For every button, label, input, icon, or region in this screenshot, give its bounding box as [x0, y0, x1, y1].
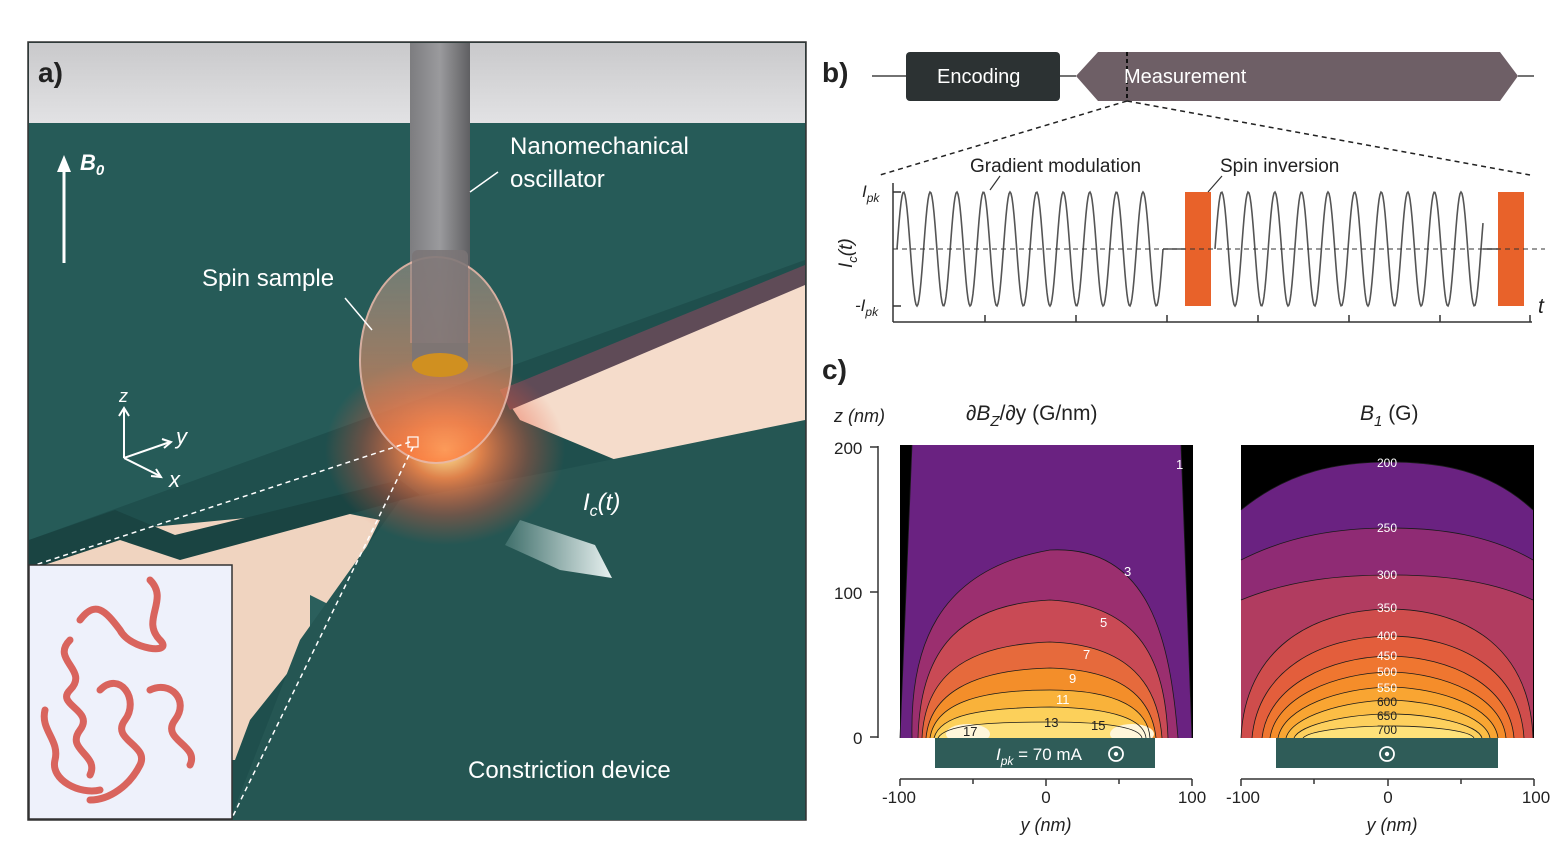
svg-text:200: 200 [1377, 456, 1397, 470]
gradient-contour-labels: 1 3 5 7 9 11 13 15 17 [963, 457, 1183, 739]
gradient-modulation-label: Gradient modulation [970, 156, 1141, 177]
spin-inversion-pulse-1 [1185, 192, 1211, 306]
axis-y-label: y [174, 424, 189, 449]
svg-text:350: 350 [1377, 601, 1397, 615]
svg-text:300: 300 [1377, 568, 1397, 582]
svg-text:0: 0 [1383, 788, 1392, 807]
inversion-leader [1207, 175, 1223, 193]
svg-text:9: 9 [1069, 671, 1076, 686]
svg-text:100: 100 [1522, 788, 1550, 807]
svg-text:11: 11 [1056, 692, 1070, 707]
right-y-axis-label: y (nm) [1365, 815, 1418, 835]
z-axis-label: z (nm) [833, 406, 885, 426]
z-tick-100: 100 [834, 584, 862, 603]
svg-text:1: 1 [1176, 457, 1183, 472]
svg-text:0: 0 [1041, 788, 1050, 807]
waveform-segment-2 [1214, 190, 1484, 308]
svg-text:3: 3 [1124, 564, 1131, 579]
gradient-leader [989, 175, 1001, 191]
svg-text:650: 650 [1377, 709, 1397, 723]
z-tick-200: 200 [834, 439, 862, 458]
svg-text:15: 15 [1091, 718, 1105, 733]
axis-z-label: z [118, 386, 128, 406]
spin-inversion-pulse-2 [1498, 192, 1524, 306]
panel-c-letter: c) [822, 354, 847, 385]
zoom-left [879, 100, 1128, 176]
protein-ribbon [40, 576, 196, 804]
encoding-label: Encoding [937, 66, 1020, 88]
oscillator-tip-end [412, 353, 468, 377]
svg-text:17: 17 [963, 724, 977, 739]
z-tick-0: 0 [853, 729, 862, 748]
panel-c: c) z (nm) ∂BZ/∂y (G/nm) B1 (G) 200 100 0 [822, 354, 1550, 835]
svg-text:500: 500 [1377, 665, 1397, 679]
right-y-axis [1240, 778, 1535, 786]
panel-b-letter: b) [822, 57, 848, 88]
encoding-box [906, 52, 1060, 101]
left-device-bar [935, 738, 1155, 768]
svg-text:400: 400 [1377, 629, 1397, 643]
device-label: Constriction device [468, 757, 671, 784]
svg-text:550: 550 [1377, 681, 1397, 695]
panel-a: a) B0 Nanomechanical oscillator Spin sam… [27, 41, 807, 821]
b0-arrow-head [57, 155, 71, 172]
svg-text:450: 450 [1377, 649, 1397, 663]
right-current-out-icon [1379, 746, 1395, 762]
left-current-out-icon [1108, 746, 1124, 762]
oscillator-label-line1: Nanomechanical [510, 133, 689, 160]
waveform-x-label: t [1538, 295, 1545, 318]
svg-text:-100: -100 [882, 788, 916, 807]
measurement-box [1076, 52, 1518, 101]
svg-text:250: 250 [1377, 521, 1397, 535]
panel-b: b) Encoding Measurement Gradient modulat… [822, 52, 1545, 323]
oscillator-tip [412, 250, 468, 365]
current-arrow [505, 520, 612, 578]
modulation-waveform [896, 190, 1524, 308]
ipk-label: Ipk [862, 182, 880, 205]
zoom-line-2 [231, 446, 414, 819]
waveform-x-ticks [984, 315, 1531, 322]
front-plane [230, 420, 805, 820]
sample-leader [344, 297, 373, 331]
oscillator-leader [469, 171, 499, 193]
left-device-bar-label: Ipk = 70 mA [996, 745, 1083, 768]
spin-sample-label: Spin sample [202, 265, 334, 292]
spin-inversion-label: Spin inversion [1220, 156, 1339, 177]
current-label: Ic(t) [583, 489, 620, 520]
svg-text:5: 5 [1100, 615, 1107, 630]
neg-ipk-label: -Ipk [855, 296, 879, 319]
svg-text:700: 700 [1377, 723, 1397, 737]
left-plot-title: ∂BZ/∂y (G/nm) [966, 402, 1097, 430]
b1-contour-plot [1240, 445, 1534, 739]
svg-text:600: 600 [1377, 695, 1397, 709]
oscillator-label-line2: oscillator [510, 166, 605, 193]
svg-text:100: 100 [1178, 788, 1206, 807]
gradient-contour-plot [899, 444, 1193, 744]
axis-x-label: x [168, 467, 181, 492]
svg-text:13: 13 [1044, 715, 1058, 730]
y-tick-labels: -100 0 100 -100 0 100 [882, 788, 1550, 807]
b1-contour-labels: 200 250 300 350 400 450 500 550 600 650 … [1377, 456, 1397, 737]
zoom-line-1 [34, 441, 411, 566]
right-plot-title: B1 (G) [1360, 402, 1419, 430]
gap-edge-right [500, 265, 805, 410]
b0-label: B0 [80, 150, 105, 179]
panel-a-letter: a) [38, 57, 63, 88]
gap-edge-left [29, 480, 420, 570]
measurement-label: Measurement [1124, 66, 1247, 88]
waveform-y-label: Ic(t) [836, 238, 860, 268]
left-y-axis [899, 778, 1193, 786]
gap-region-right [500, 270, 805, 470]
svg-text:7: 7 [1083, 647, 1090, 662]
z-axis-ticks [870, 446, 878, 738]
left-y-axis-label: y (nm) [1019, 815, 1072, 835]
axes-triad [118, 406, 173, 479]
svg-text:-100: -100 [1226, 788, 1260, 807]
